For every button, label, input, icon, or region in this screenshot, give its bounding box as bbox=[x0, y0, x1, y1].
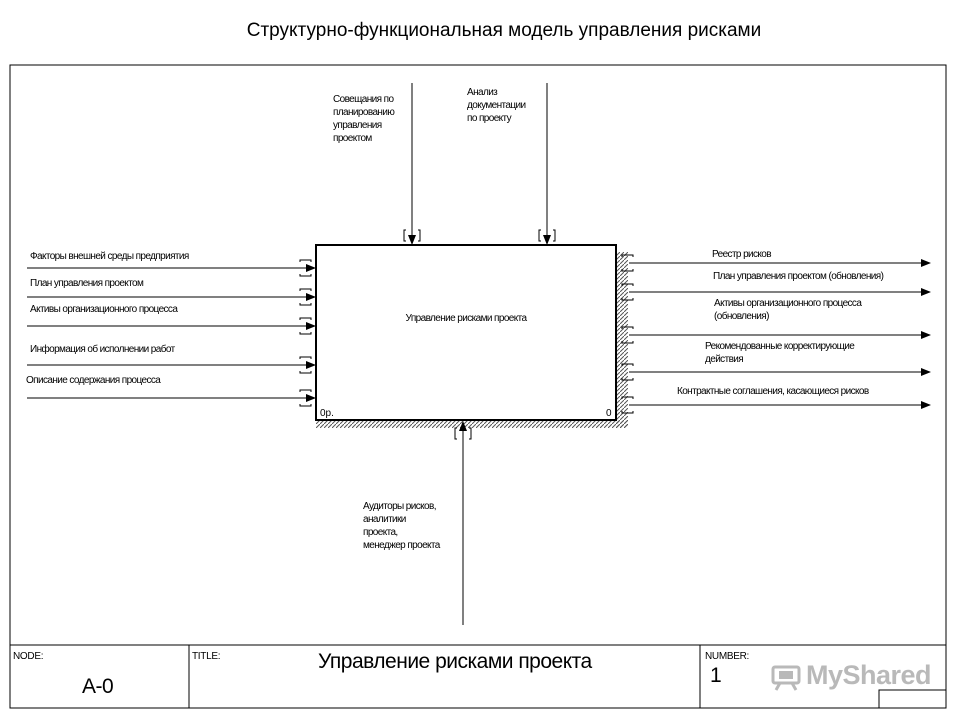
activity-label: Управление рисками проекта bbox=[405, 313, 528, 324]
control-label: Анализ документации по проекту bbox=[467, 87, 526, 124]
activity-cost: 0 bbox=[606, 408, 612, 419]
output-arrows bbox=[621, 254, 931, 414]
output-label: Реестр рисков bbox=[712, 249, 772, 260]
diagram-title: Управление рисками проекта bbox=[318, 650, 592, 673]
input-arrows bbox=[27, 259, 316, 407]
mechanism-arrow bbox=[454, 421, 472, 625]
input-label: Информация об исполнении работ bbox=[30, 344, 175, 355]
activity-box bbox=[315, 244, 617, 421]
input-label: Факторы внешней среды предприятия bbox=[30, 251, 189, 262]
output-label: План управления проектом (обновления) bbox=[713, 271, 884, 282]
output-label: Рекомендованные корректирующие действия bbox=[705, 341, 855, 365]
control-label: Совещания по планированию управления про… bbox=[333, 94, 395, 144]
output-label: Активы организационного процесса (обновл… bbox=[714, 298, 862, 322]
control-arrows bbox=[403, 83, 556, 245]
projector-icon bbox=[771, 665, 801, 691]
number-label: NUMBER: bbox=[705, 651, 750, 662]
mechanism-label: Аудиторы рисков, аналитики проекта, мене… bbox=[363, 501, 440, 551]
input-label: Активы организационного процесса bbox=[30, 304, 178, 315]
diagram-frame bbox=[9, 64, 947, 709]
number-value: 1 bbox=[710, 664, 722, 687]
page-title: Структурно-функциональная модель управле… bbox=[246, 20, 762, 41]
activity-box-shadow bbox=[316, 420, 628, 428]
node-label: NODE: bbox=[13, 651, 44, 662]
input-label: План управления проектом bbox=[30, 278, 144, 289]
input-label: Описание содержания процесса bbox=[26, 375, 161, 386]
watermark-logo: MyShared bbox=[806, 660, 932, 690]
activity-number: 0р. bbox=[320, 408, 334, 419]
title-label: TITLE: bbox=[192, 651, 221, 662]
output-label: Контрактные соглашения, касающиеся риско… bbox=[677, 386, 869, 397]
node-value: A-0 bbox=[82, 675, 114, 698]
